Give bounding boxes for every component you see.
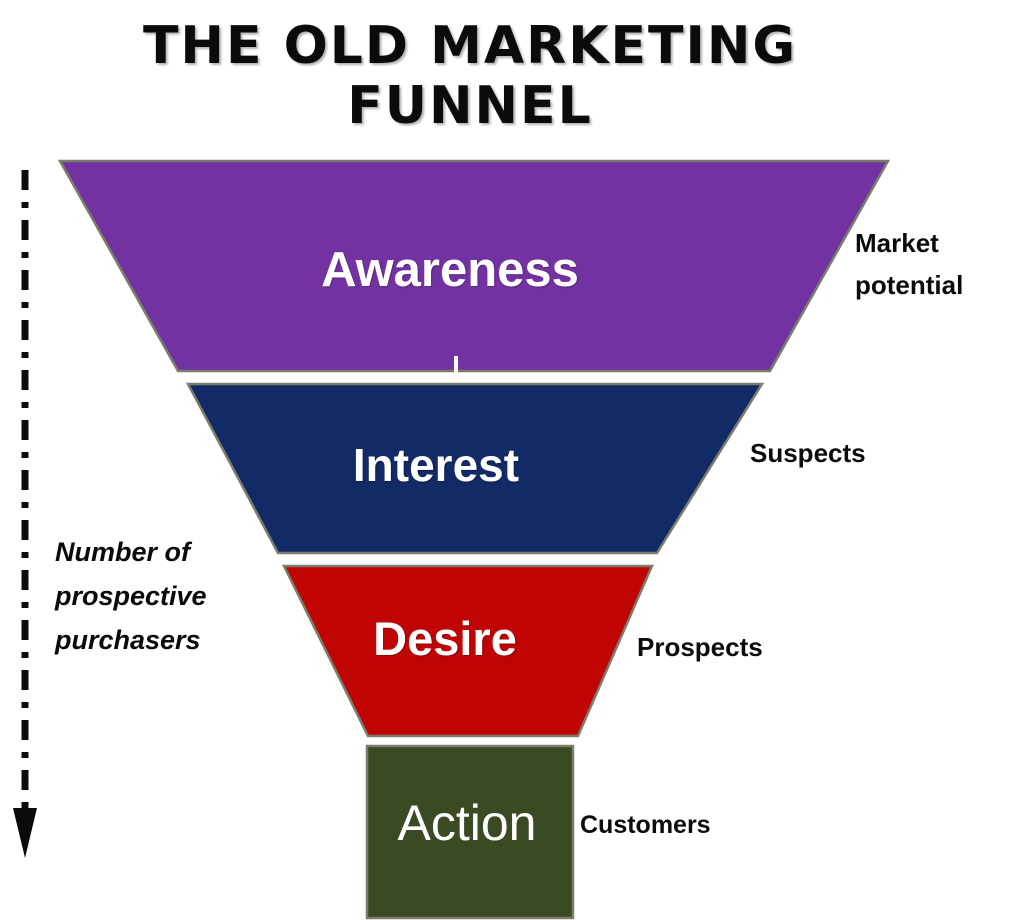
axis-annotation: Number of prospective purchasers — [55, 530, 207, 662]
page-title-line-2: FUNNEL — [347, 76, 593, 136]
stage-label-action: Action — [397, 795, 537, 851]
axis-annotation-line-1: Number of — [55, 537, 190, 567]
side-label-prospects: Prospects — [637, 632, 763, 662]
page-title-line-1: THE OLD MARKETING — [142, 16, 798, 76]
stage-label-awareness: Awareness — [321, 243, 579, 297]
quantity-axis-arrowhead-icon — [13, 808, 37, 858]
side-label-suspects: Suspects — [750, 438, 866, 468]
stage-label-interest: Interest — [352, 439, 520, 491]
side-label-customers: Customers — [580, 811, 711, 839]
funnel-stage-awareness-shape — [57, 159, 891, 373]
axis-annotation-line-3: purchasers — [55, 625, 201, 655]
funnel-stage-desire-shape — [281, 564, 654, 738]
funnel-stage-action-shape — [365, 744, 575, 920]
stage-label-desire: Desire — [373, 612, 517, 665]
side-label-market-potential: Market potential — [855, 228, 964, 300]
axis-annotation-line-2: prospective — [55, 581, 207, 611]
funnel-stage-interest-shape — [185, 382, 765, 555]
page-title: THE OLD MARKETING FUNNEL — [0, 16, 940, 136]
